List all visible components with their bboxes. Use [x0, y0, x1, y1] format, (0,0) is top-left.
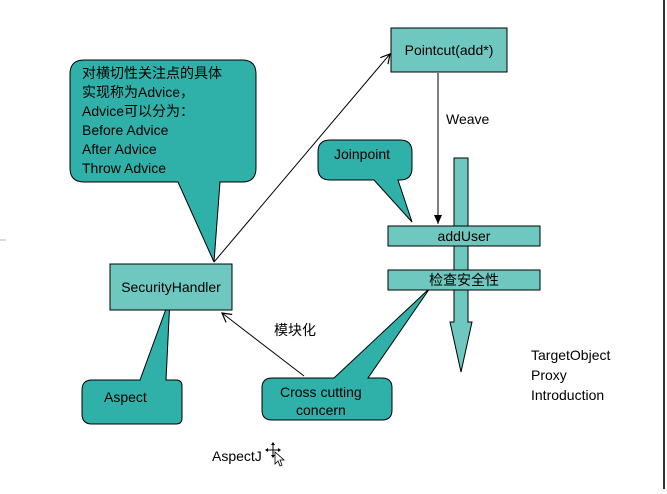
check-security-box: [387, 269, 541, 291]
advice-line-4: Before Advice: [82, 122, 169, 138]
check-security-label: 检查安全性: [429, 272, 499, 288]
target-object-label: TargetObject: [531, 347, 610, 363]
crosscutting-callout: [261, 287, 431, 421]
advice-line-5: After Advice: [82, 141, 157, 157]
crosscutting-line-1: Cross cutting: [280, 384, 362, 400]
advice-callout: [69, 59, 257, 263]
add-user-label: addUser: [438, 228, 491, 244]
advice-line-6: Throw Advice: [82, 160, 166, 176]
advice-line-1: 对横切性关注点的具体: [82, 65, 222, 81]
advice-callout-text: 对横切性关注点的具体 实现称为Advice， Advice可以分为： Befor…: [82, 65, 222, 176]
security-handler-box: [109, 263, 233, 311]
joinpoint-label: Joinpoint: [334, 146, 390, 162]
add-user-box: [387, 225, 541, 247]
modularize-arrow: [221, 312, 305, 377]
pointcut-box: [390, 27, 508, 73]
introduction-label: Introduction: [531, 387, 604, 403]
target-object-arrow: [449, 157, 473, 373]
modularize-label: 模块化: [274, 322, 316, 338]
security-to-pointcut-arrow: [213, 53, 391, 263]
move-cursor-icon: [265, 442, 286, 467]
aspect-label: Aspect: [104, 389, 147, 405]
advice-line-2: 实现称为Advice，: [82, 84, 194, 100]
aspect-callout: [81, 297, 183, 425]
weave-label: Weave: [446, 111, 490, 127]
aspectj-label: AspectJ: [212, 448, 262, 464]
pointcut-label: Pointcut(add*): [405, 42, 494, 58]
proxy-label: Proxy: [531, 367, 567, 383]
joinpoint-callout: [317, 139, 413, 223]
security-handler-label: SecurityHandler: [121, 279, 221, 295]
advice-line-3: Advice可以分为：: [82, 103, 194, 119]
crosscutting-line-2: concern: [296, 402, 346, 418]
